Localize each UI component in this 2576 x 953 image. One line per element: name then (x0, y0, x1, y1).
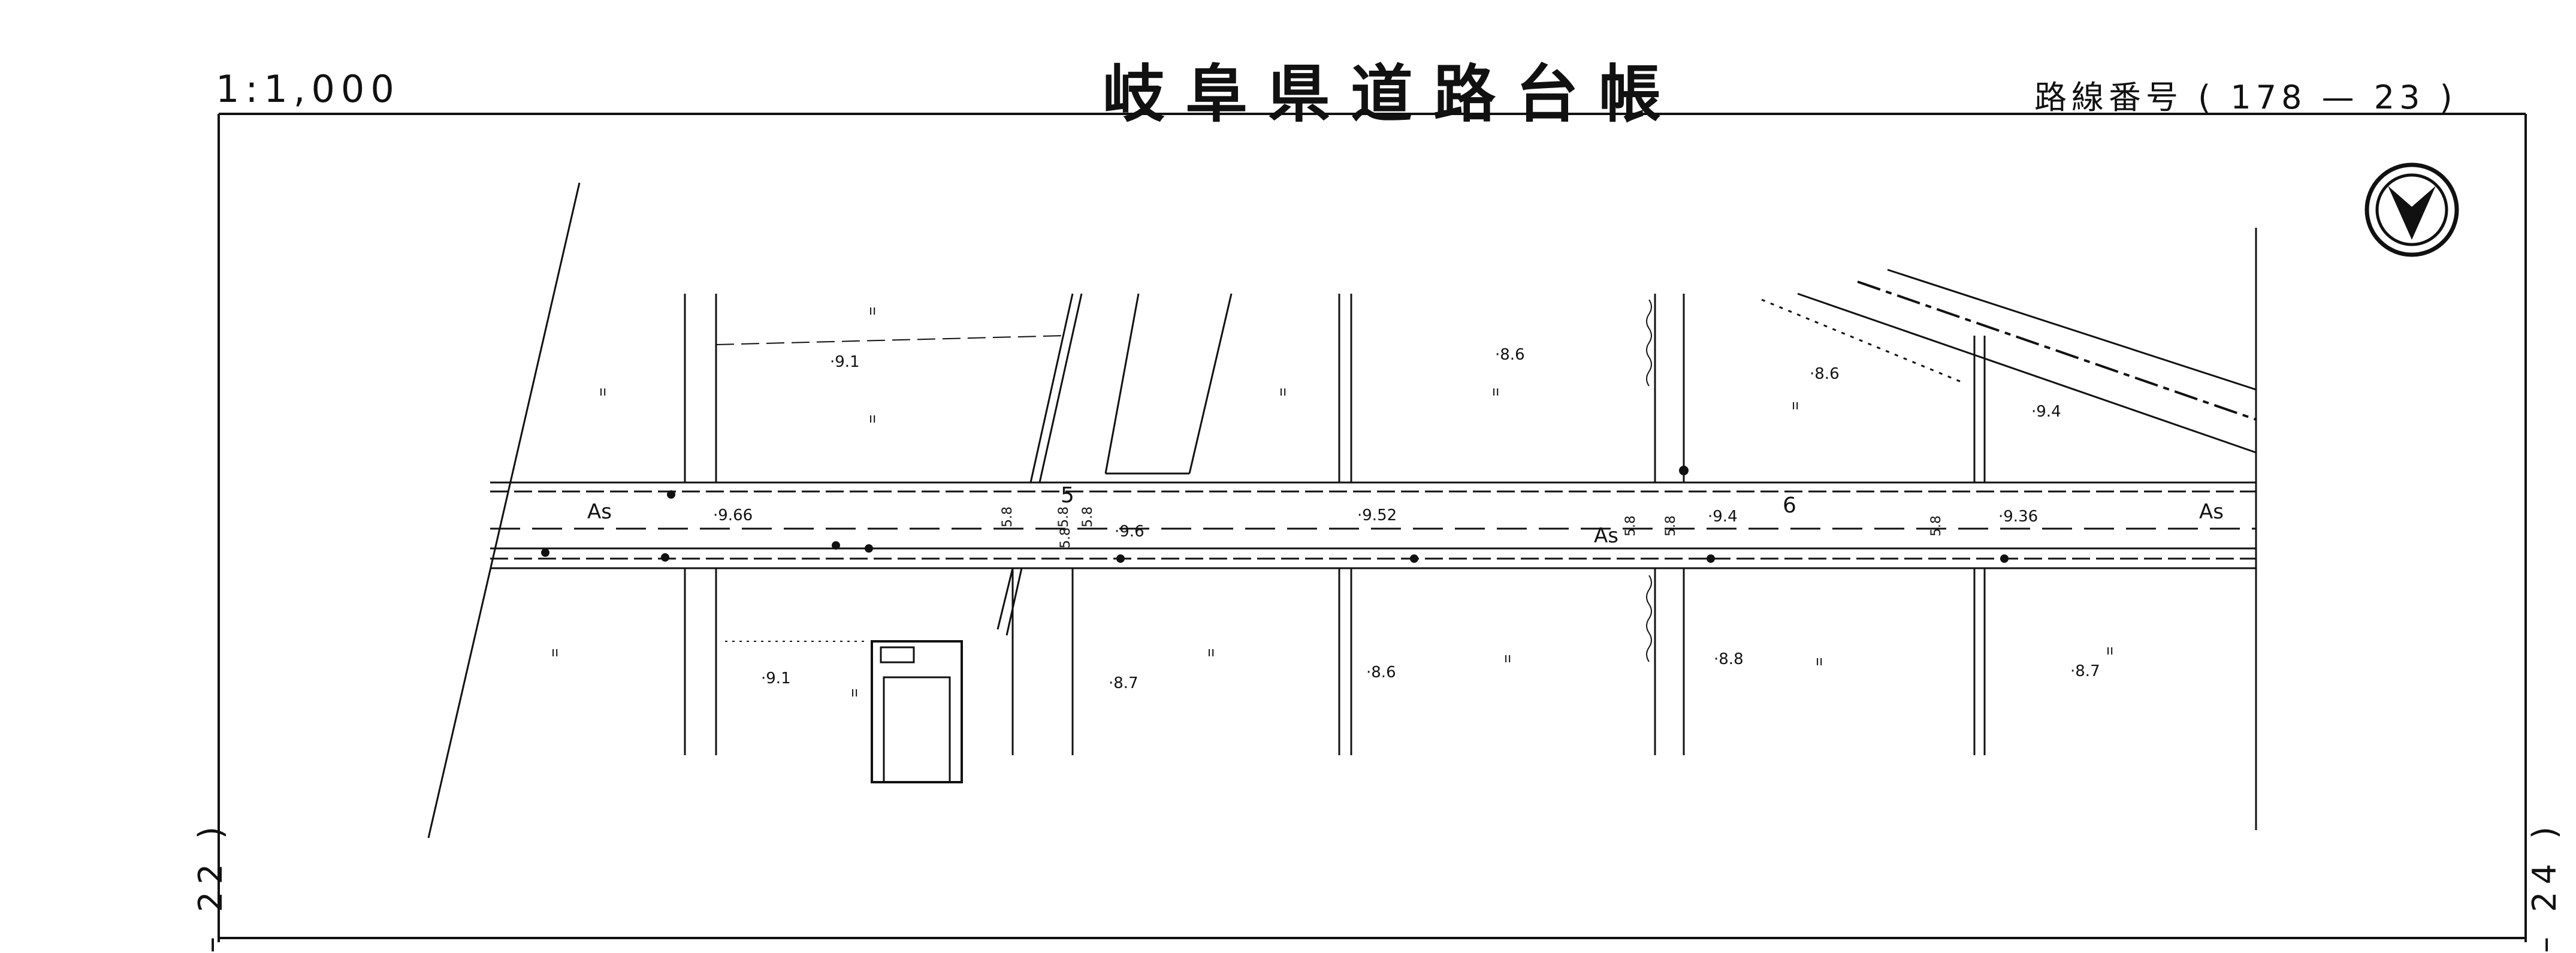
rail-line (1761, 269, 2257, 454)
route-number-label: 路線番号 (2034, 79, 2183, 116)
land-use-mark: ıı (551, 645, 558, 660)
land-use-mark: ıı (1279, 384, 1287, 399)
elevation-label: ·8.6 (1810, 365, 1840, 383)
land-use-mark: ıı (1207, 645, 1215, 660)
elevation-label: ·9.36 (1998, 508, 2038, 526)
elevation-label: ·8.6 (1495, 346, 1525, 364)
road-width-label: 5.8 (1080, 506, 1095, 527)
main-road (490, 481, 2256, 569)
cross-road-1 (684, 294, 717, 755)
cross-road-5 (1973, 336, 1986, 755)
elevation-label: ·8.7 (1109, 674, 1138, 692)
land-use-mark: ıı (1492, 384, 1499, 399)
diagonal-channel (996, 293, 1233, 636)
road-label: As (1594, 524, 1618, 548)
road-label: As (587, 500, 612, 524)
elevation-label: ·9.1 (830, 353, 860, 371)
elevation-label: ·9.1 (761, 669, 791, 687)
building (871, 640, 963, 783)
land-use-mark: ıı (1816, 654, 1823, 669)
utility-points (541, 466, 2009, 563)
elevation-label: ·9.4 (2031, 403, 2061, 421)
block-number: 5 (1061, 483, 1074, 508)
road-width-label: 5.8 (1058, 527, 1073, 548)
elevation-label: ·9.6 (1115, 523, 1144, 541)
route-number: 路線番号 ( 178 — 23 ) (2034, 71, 2457, 118)
parcel-lines (715, 335, 1064, 345)
elevation-label: ·8.7 (2070, 662, 2100, 680)
land-use-mark: ıı (869, 303, 876, 318)
road-width-label: 5.8 (1663, 515, 1678, 536)
land-use-mark: ıı (2106, 643, 2113, 658)
elevation-label: ·9.66 (713, 506, 753, 524)
cross-road-4 (1646, 294, 1685, 755)
land-use-mark: ıı (869, 411, 876, 426)
road-width-label: 5.8 (1000, 506, 1015, 527)
land-use-mark: ıı (1504, 651, 1511, 666)
elevation-label: ·9.4 (1708, 508, 1738, 526)
road-width-label: 5.8 (1929, 515, 1944, 536)
map-title: 岐阜県道路台帳 (1103, 58, 1682, 131)
land-use-mark: ıı (1792, 398, 1799, 413)
elevation-label: ·8.8 (1714, 650, 1744, 668)
land-use-mark: ıı (851, 685, 858, 700)
north-arrow-icon (2364, 162, 2459, 257)
elevation-label: ·8.6 (1366, 664, 1396, 681)
road-label: As (2199, 500, 2224, 524)
cross-road-3 (1338, 294, 1352, 755)
scale-label: 1:1,000 (216, 67, 400, 111)
land-use-mark: ıı (599, 384, 606, 399)
route-number-value: ( 178 — 23 ) (2198, 79, 2457, 116)
road-width-label: 5.8 (1056, 506, 1071, 527)
road-width-label: 5.8 (1623, 515, 1638, 536)
block-number: 6 (1783, 493, 1796, 518)
cross-road-2 (1011, 568, 1074, 755)
left-boundary (427, 182, 581, 839)
elevation-label: ·9.52 (1357, 506, 1397, 524)
